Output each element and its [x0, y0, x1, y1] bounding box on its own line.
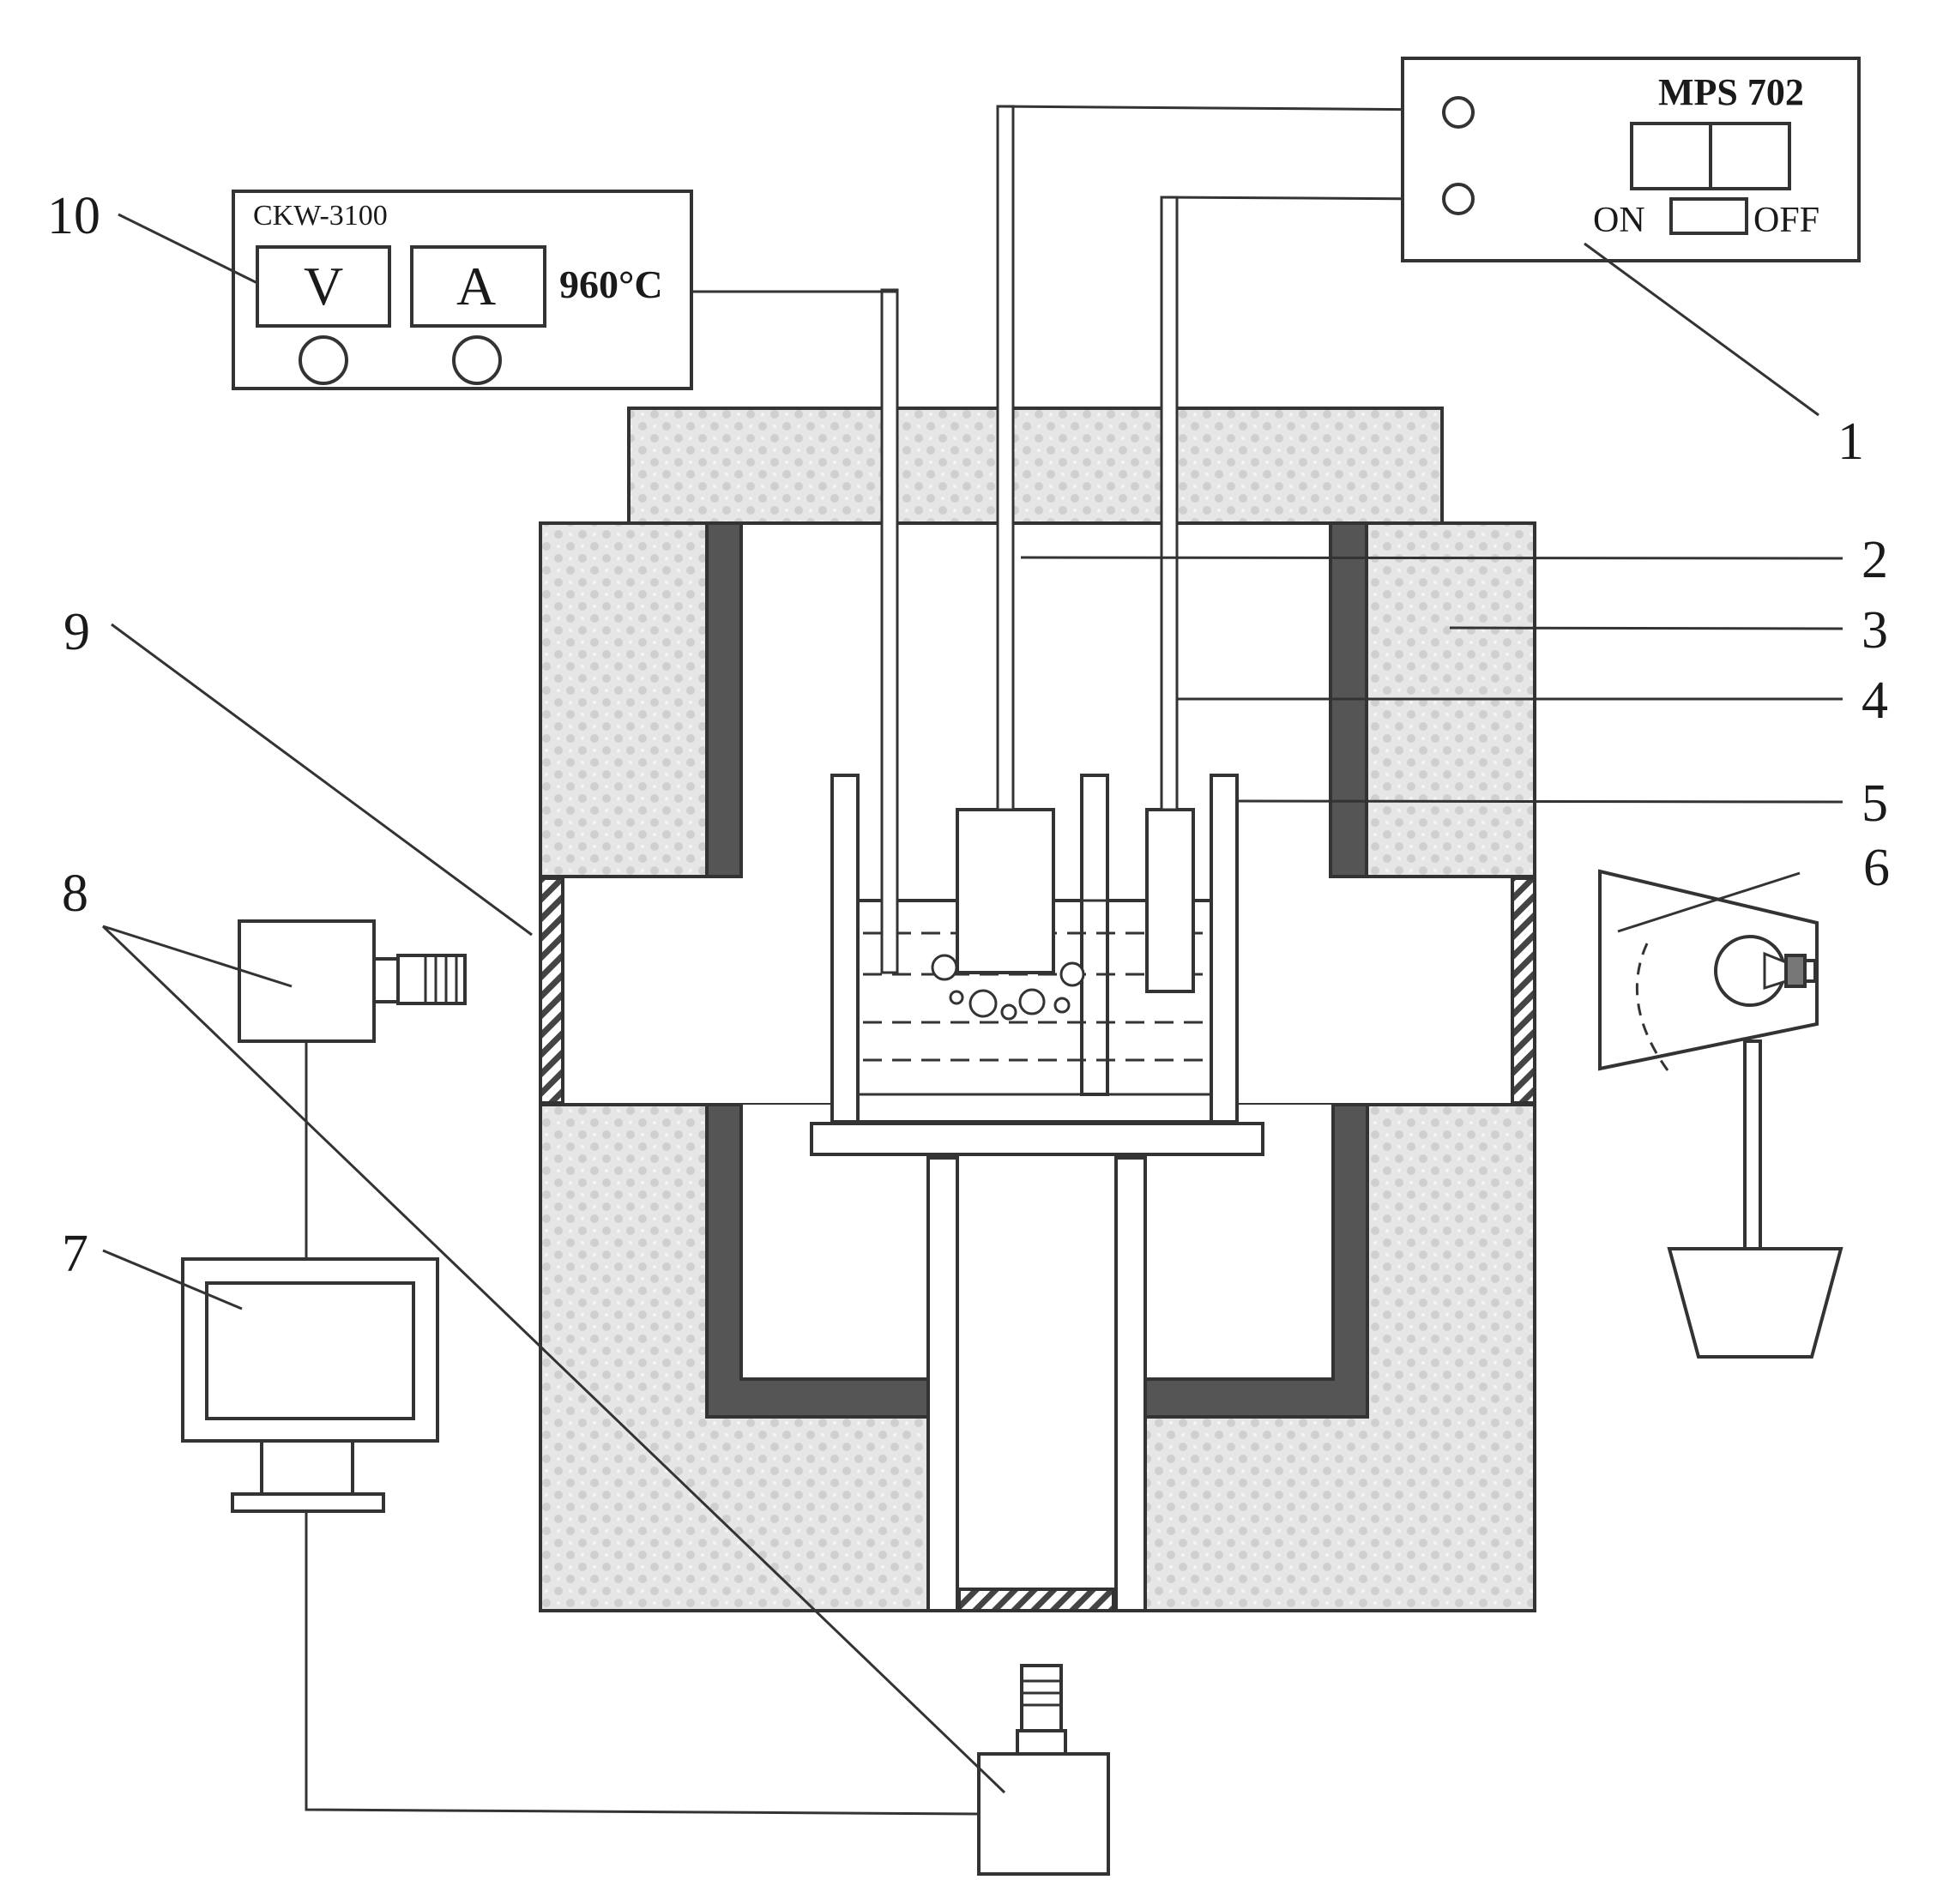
callout-10: 10 — [47, 187, 100, 245]
callout-6: 6 — [1863, 839, 1890, 897]
power-supply-model: MPS 702 — [1658, 71, 1804, 113]
power-switch[interactable] — [1669, 197, 1748, 235]
anode-electrode — [956, 808, 1055, 974]
monitor-stand — [231, 1492, 385, 1513]
lower-camera-body — [977, 1752, 1110, 1876]
callout-8: 8 — [62, 865, 88, 923]
monitor-screen — [205, 1281, 415, 1420]
support-column-left — [926, 1156, 959, 1612]
callout-1: 1 — [1837, 413, 1864, 471]
voltage-label: V — [304, 256, 343, 316]
lower-camera-cable — [305, 1511, 980, 1816]
light-stand-base — [1667, 1247, 1843, 1359]
current-display — [410, 245, 546, 328]
support-base-plug — [957, 1588, 1115, 1612]
light-stand-pole — [1743, 1039, 1762, 1250]
current-label: A — [456, 256, 496, 316]
callout-9: 9 — [63, 603, 90, 661]
thermocouple — [880, 288, 899, 974]
current-knob[interactable] — [452, 335, 502, 385]
power-on-label: ON — [1593, 201, 1645, 240]
leader-lines — [101, 213, 1843, 1794]
callout-2: 2 — [1862, 531, 1888, 589]
anode-rod — [996, 105, 1015, 811]
power-terminal-negative[interactable] — [1442, 183, 1475, 215]
upper-camera-body — [238, 919, 376, 1043]
voltage-knob[interactable] — [299, 335, 348, 385]
anode-wire — [997, 105, 1440, 111]
gas-bubbles — [931, 954, 1085, 1021]
cathode-rod — [1160, 196, 1179, 811]
crucible-post-right — [1210, 774, 1239, 1124]
left-heating-element — [705, 521, 743, 878]
cathode-electrode — [1145, 808, 1195, 993]
upper-camera-lens — [396, 954, 467, 1005]
support-column-right — [1114, 1156, 1147, 1612]
callout-4: 4 — [1862, 672, 1888, 730]
power-terminal-positive[interactable] — [1442, 96, 1475, 129]
voltage-display — [256, 245, 391, 328]
crucible-platform — [810, 1122, 1264, 1156]
cathode-wire — [1161, 196, 1444, 201]
left-observation-window — [539, 877, 564, 1105]
temperature-controller-model: CKW-3100 — [253, 200, 388, 232]
callout-3: 3 — [1862, 601, 1888, 660]
right-observation-window — [1511, 877, 1536, 1105]
temperature-readout: 960°C — [559, 262, 663, 306]
lower-camera-lens — [1020, 1664, 1063, 1732]
power-off-label: OFF — [1753, 201, 1819, 240]
callout-7: 7 — [62, 1225, 88, 1283]
callout-5: 5 — [1862, 774, 1888, 833]
crucible-post-center — [1080, 774, 1109, 1096]
furnace-lid — [627, 407, 1444, 525]
crucible-post-left — [830, 774, 860, 1124]
